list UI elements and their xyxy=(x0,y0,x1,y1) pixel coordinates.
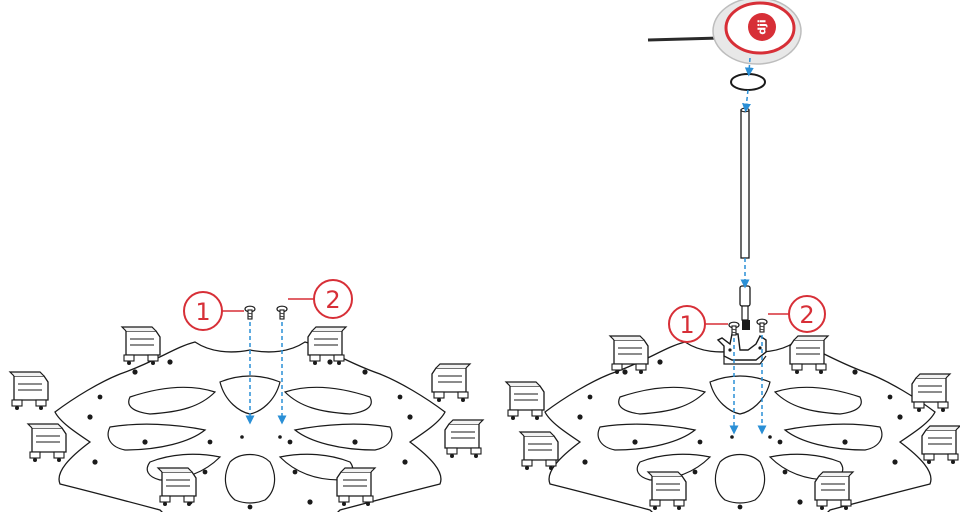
right-callout-2: 2 xyxy=(768,295,826,333)
mounting-ring xyxy=(730,73,766,91)
left-callout-1: 1 xyxy=(183,291,244,331)
left-screw-2 xyxy=(276,305,288,320)
gps-guide-line xyxy=(744,57,754,77)
gps-mount-bracket xyxy=(716,333,767,365)
left-callout-2-label: 2 xyxy=(325,286,340,314)
gps-mast-rod xyxy=(740,107,750,259)
ring-guide-line xyxy=(742,89,751,113)
left-screw-1 xyxy=(244,305,256,320)
gps-logo-text: dji xyxy=(756,19,769,34)
mast-connector xyxy=(739,285,751,330)
right-callout-1: 1 xyxy=(668,305,728,343)
right-screw-1 xyxy=(728,321,740,336)
right-callout-1-label: 1 xyxy=(679,311,694,339)
right-assembly: dji 1 2 xyxy=(505,0,960,512)
gps-module: dji xyxy=(647,0,802,65)
right-callout-2-label: 2 xyxy=(799,301,814,329)
left-callout-1-label: 1 xyxy=(195,298,210,326)
dji-logo-icon xyxy=(748,13,776,41)
left-callout-2: 2 xyxy=(288,279,353,319)
left-assembly: 1 2 xyxy=(9,279,484,512)
right-screw-2 xyxy=(756,318,768,333)
right-frame-plate xyxy=(544,341,936,512)
